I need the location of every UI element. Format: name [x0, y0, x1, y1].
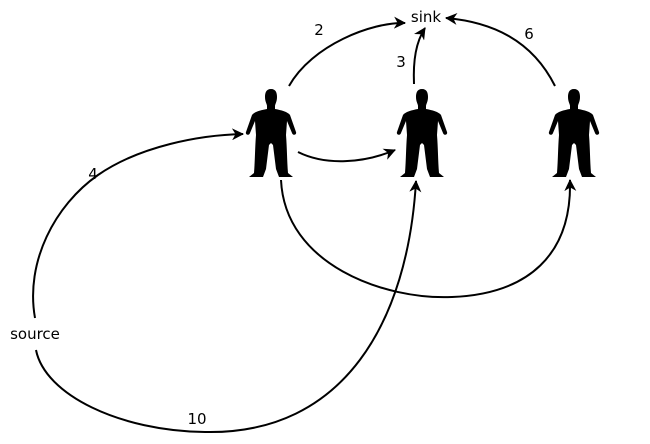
- person-icon: [548, 89, 600, 177]
- edge-label-source-to-person1: 4: [88, 165, 98, 183]
- person-icon: [396, 89, 448, 177]
- edge-label-source-to-person2: 10: [187, 410, 206, 428]
- person-2-label: 2: [417, 114, 427, 132]
- source-label: source: [10, 325, 60, 343]
- sink-label: sink: [411, 8, 441, 26]
- edge-person1-to-person3: [280, 179, 577, 299]
- edge-label-person2-to-sink: 3: [396, 53, 406, 71]
- person-icon: [245, 89, 297, 177]
- edge-source-to-person1: [32, 128, 244, 319]
- edge-person1-to-person2: [297, 148, 396, 163]
- edge-label-person1-to-sink: 2: [314, 21, 324, 39]
- person-3-label: 3: [570, 113, 580, 131]
- edge-source-to-person2: [35, 180, 422, 434]
- edge-person2-to-sink: [412, 27, 426, 85]
- edge-label-person3-to-sink: 6: [524, 25, 534, 43]
- edge-person3-to-sink: [445, 12, 556, 87]
- edge-person1-to-sink: [288, 16, 406, 87]
- person-1-label: 1: [266, 114, 276, 132]
